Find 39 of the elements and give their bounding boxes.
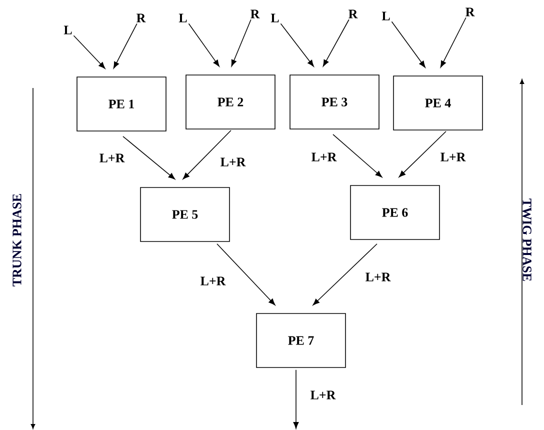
arrow bbox=[322, 19, 350, 67]
process-box: PE 4 bbox=[393, 76, 483, 130]
edge-label: L+R bbox=[310, 152, 338, 162]
arrow bbox=[280, 23, 314, 67]
edge-label: L+R bbox=[364, 272, 392, 282]
arrow bbox=[398, 131, 446, 178]
edge-label: L+R bbox=[199, 276, 227, 286]
edge-label: L+R bbox=[98, 152, 126, 164]
arrow bbox=[182, 130, 232, 180]
edge-label: L+R bbox=[439, 152, 467, 162]
arrow bbox=[122, 136, 176, 180]
phase-label: TRUNK PHASE bbox=[12, 194, 22, 286]
input-label: L bbox=[270, 14, 279, 22]
input-label: R bbox=[250, 10, 260, 18]
arrow bbox=[312, 244, 378, 306]
process-box: PE 5 bbox=[140, 187, 230, 242]
process-box: PE 7 bbox=[256, 313, 346, 368]
arrow bbox=[113, 23, 138, 69]
edge-label: L+R bbox=[309, 390, 337, 400]
arrow bbox=[293, 370, 299, 429]
arrow bbox=[216, 244, 276, 306]
process-box: PE 3 bbox=[290, 74, 380, 130]
input-label: R bbox=[348, 10, 358, 18]
input-label: L bbox=[382, 12, 390, 20]
input-label: L bbox=[64, 26, 72, 34]
edge-label: L+R bbox=[219, 156, 247, 168]
arrow bbox=[73, 35, 106, 69]
arrow bbox=[440, 17, 466, 68]
process-box: PE 2 bbox=[186, 74, 276, 130]
arrow bbox=[188, 23, 220, 67]
process-box: PE 1 bbox=[76, 76, 166, 132]
input-label: R bbox=[136, 14, 146, 22]
process-box: PE 6 bbox=[350, 185, 440, 240]
arrow bbox=[231, 19, 252, 66]
input-label: L bbox=[178, 14, 187, 22]
phase-label: TWIG PHASE bbox=[522, 198, 532, 281]
input-label: R bbox=[466, 8, 475, 16]
arrow bbox=[391, 21, 426, 68]
arrow bbox=[332, 134, 382, 178]
